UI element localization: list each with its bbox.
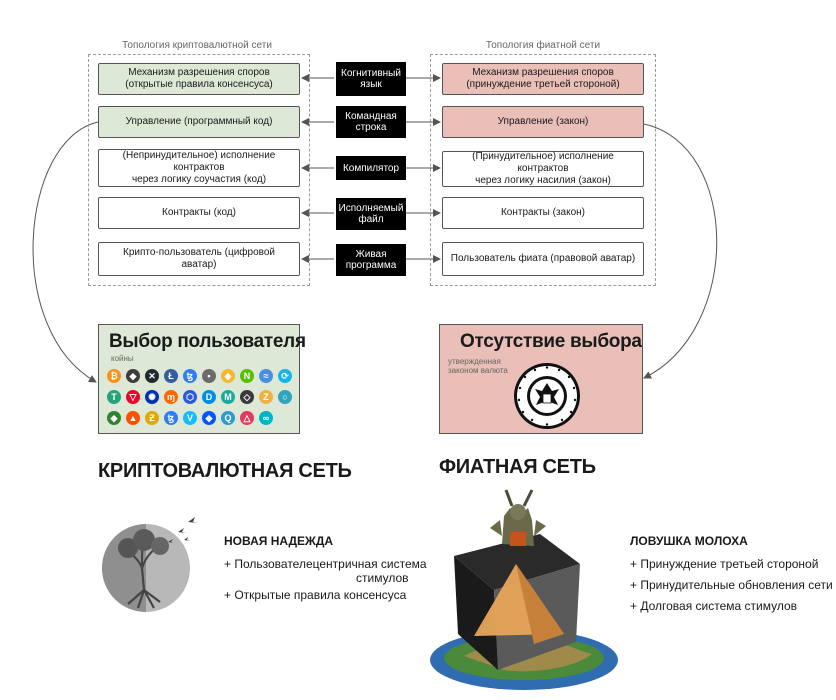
crypto-network-heading: КРИПТОВАЛЮТНАЯ СЕТЬ [98, 460, 352, 482]
coins-label: койны [111, 354, 134, 363]
qtum-icon: Q [221, 411, 235, 425]
iota-icon: • [202, 369, 216, 383]
fiat-dispute-box: Механизм разрешения споров(принуждение т… [442, 63, 644, 95]
tree-of-life-icon [102, 517, 198, 612]
crypto-topology-frame [88, 54, 310, 286]
stellar-icon: ⟳ [278, 369, 292, 383]
fiat-topology-frame [430, 54, 656, 286]
maker-icon: M [221, 390, 235, 404]
crypto-dispute-box: Механизм разрешения споров(открытые прав… [98, 63, 300, 95]
eos-icon: ◇ [240, 390, 254, 404]
fiat-user-box: Пользователь фиата (правовой аватар) [442, 242, 644, 276]
tezos-icon: ꜩ [183, 369, 197, 383]
moloch-trap-heading: ЛОВУШКА МОЛОХА [630, 534, 748, 548]
zcash-icon: Z [259, 390, 273, 404]
tezos-alt-icon: ꜩ [164, 411, 178, 425]
dash-icon: D [202, 390, 216, 404]
user-choice-title: Выбор пользователя [109, 331, 306, 352]
moloch-cube-icon [430, 489, 618, 690]
vechain-icon: V [183, 411, 197, 425]
neo-icon: N [240, 369, 254, 383]
crypto-contracts-box: Контракты (код) [98, 197, 300, 229]
federal-reserve-seal-icon [514, 363, 580, 429]
fiat-contracts-box: Контракты (закон) [442, 197, 644, 229]
tether-icon: T [107, 390, 121, 404]
binance-icon: ◈ [221, 369, 235, 383]
fiat-governance-box: Управление (закон) [442, 106, 644, 138]
bitcoin-icon: ₿ [107, 369, 121, 383]
fiat-network-heading: ФИАТНАЯ СЕТЬ [439, 456, 596, 478]
crypto-bullet-1: + Пользователецентричная система [224, 557, 427, 571]
waves-icon: ◆ [202, 411, 216, 425]
no-choice-title: Отсутствие выбора [460, 331, 642, 352]
ontology-icon: ○ [278, 390, 292, 404]
litecoin-icon: Ł [164, 369, 178, 383]
crypto-user-box: Крипто-пользователь (цифровой аватар) [98, 242, 300, 276]
nano-icon: ≈ [259, 369, 273, 383]
crypto-topology-caption: Топология криптовалютной сети [122, 40, 272, 51]
golem-icon: ∞ [259, 411, 273, 425]
fiat-topology-caption: Топология фиатной сети [485, 40, 601, 51]
fiat-bullet-3: + Долговая система стимулов [630, 599, 798, 613]
fiat-bullet-1: + Принуждение третьей стороной [630, 557, 819, 571]
xrp-icon: ✕ [145, 369, 159, 383]
crypto-governance-box: Управление (программный код) [98, 106, 300, 138]
tron-icon: ▽ [126, 390, 140, 404]
ethereum-classic-icon: ◆ [107, 411, 121, 425]
monero-icon: ɱ [164, 390, 178, 404]
fiat-bullet-2: + Принудительные обновления сети [630, 578, 833, 592]
bat-icon: ▲ [126, 411, 140, 425]
crypto-bullet-2: + Открытые правила консенсуса [224, 588, 407, 602]
zcoin-icon: Ƶ [145, 411, 159, 425]
cardano-icon: ✺ [145, 390, 159, 404]
crypto-execution-box: (Непринудительное) исполнение контрактов… [98, 149, 300, 187]
ethereum-icon: ◆ [126, 369, 140, 383]
chainlink-icon: ⬡ [183, 390, 197, 404]
augur-icon: △ [240, 411, 254, 425]
layer-compiler: Компилятор [336, 156, 406, 180]
crypto-bullet-1-cont: стимулов [356, 571, 409, 585]
new-hope-heading: НОВАЯ НАДЕЖДА [224, 534, 334, 548]
